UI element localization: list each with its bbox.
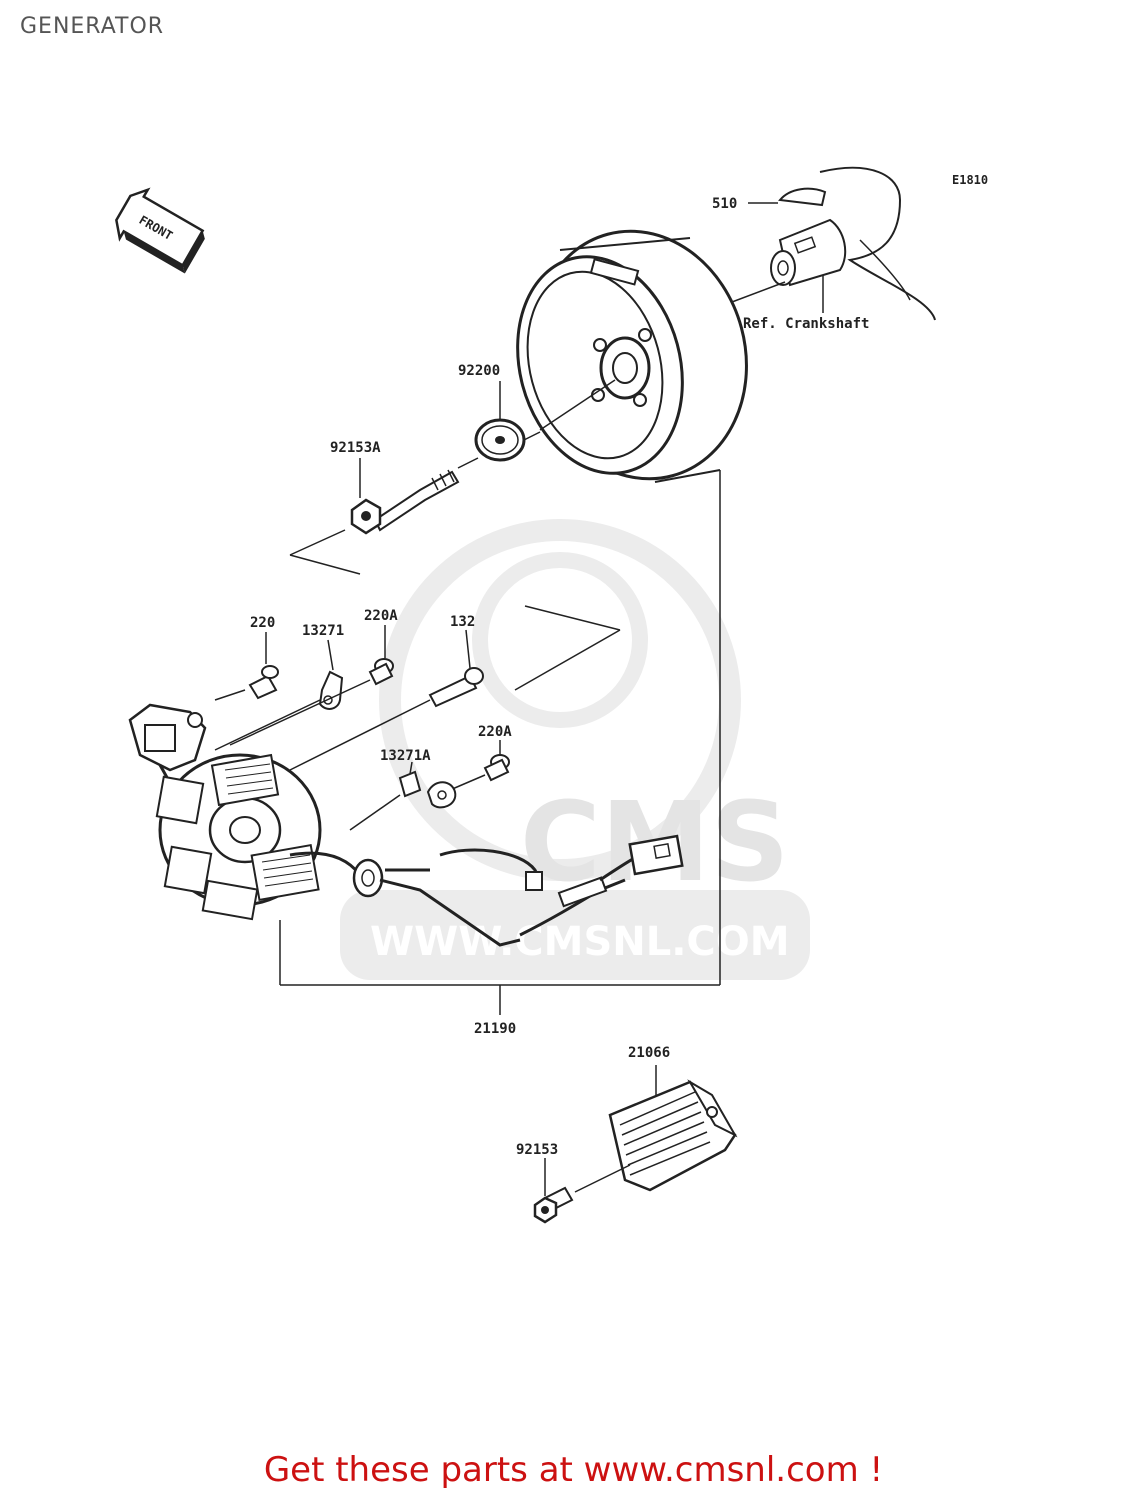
part-label-92200: 92200 bbox=[458, 363, 500, 379]
diagram-code: E1810 bbox=[952, 173, 988, 187]
bolt-132 bbox=[289, 605, 621, 771]
part-label-510: 510 bbox=[712, 196, 737, 212]
bolt-220A-lower bbox=[449, 740, 510, 791]
part-label-13271: 13271 bbox=[302, 623, 344, 639]
part-label-21066: 21066 bbox=[628, 1045, 670, 1061]
flywheel-rotor bbox=[516, 229, 748, 483]
part-label-92153A: 92153A bbox=[330, 440, 381, 456]
part-label-132: 132 bbox=[450, 614, 475, 630]
crankshaft-reference bbox=[731, 166, 936, 321]
flywheel-bolt bbox=[289, 457, 479, 575]
part-label-92153: 92153 bbox=[516, 1142, 558, 1158]
generator-parts-diagram: CMS WWW.CMSNL.COM FRONT E1810 Ref. Crank… bbox=[115, 166, 988, 1224]
part-label-220: 220 bbox=[250, 615, 275, 631]
watermark-url: WWW.CMSNL.COM bbox=[370, 919, 790, 965]
woodruff-key bbox=[748, 187, 827, 207]
part-label-220A-lower: 220A bbox=[478, 724, 512, 740]
clamp-13271 bbox=[214, 639, 344, 751]
bolt-220 bbox=[214, 632, 279, 701]
washer bbox=[474, 381, 526, 462]
front-arrow-icon: FRONT bbox=[115, 187, 205, 274]
part-label-21190: 21190 bbox=[474, 1021, 516, 1037]
footer-link-text[interactable]: Get these parts at www.cmsnl.com ! bbox=[263, 1450, 884, 1490]
bolt-92153 bbox=[533, 1158, 574, 1224]
page-title: GENERATOR bbox=[20, 14, 165, 39]
clamp-13271A bbox=[349, 761, 457, 831]
ref-crankshaft-label: Ref. Crankshaft bbox=[743, 316, 869, 332]
stator-assembly bbox=[128, 703, 684, 947]
regulator-rectifier bbox=[574, 1065, 738, 1193]
part-label-220A-top: 220A bbox=[364, 608, 398, 624]
bolt-220A-top bbox=[229, 625, 394, 746]
assembly-bracket-21190 bbox=[279, 470, 721, 1015]
part-label-13271A: 13271A bbox=[380, 748, 431, 764]
